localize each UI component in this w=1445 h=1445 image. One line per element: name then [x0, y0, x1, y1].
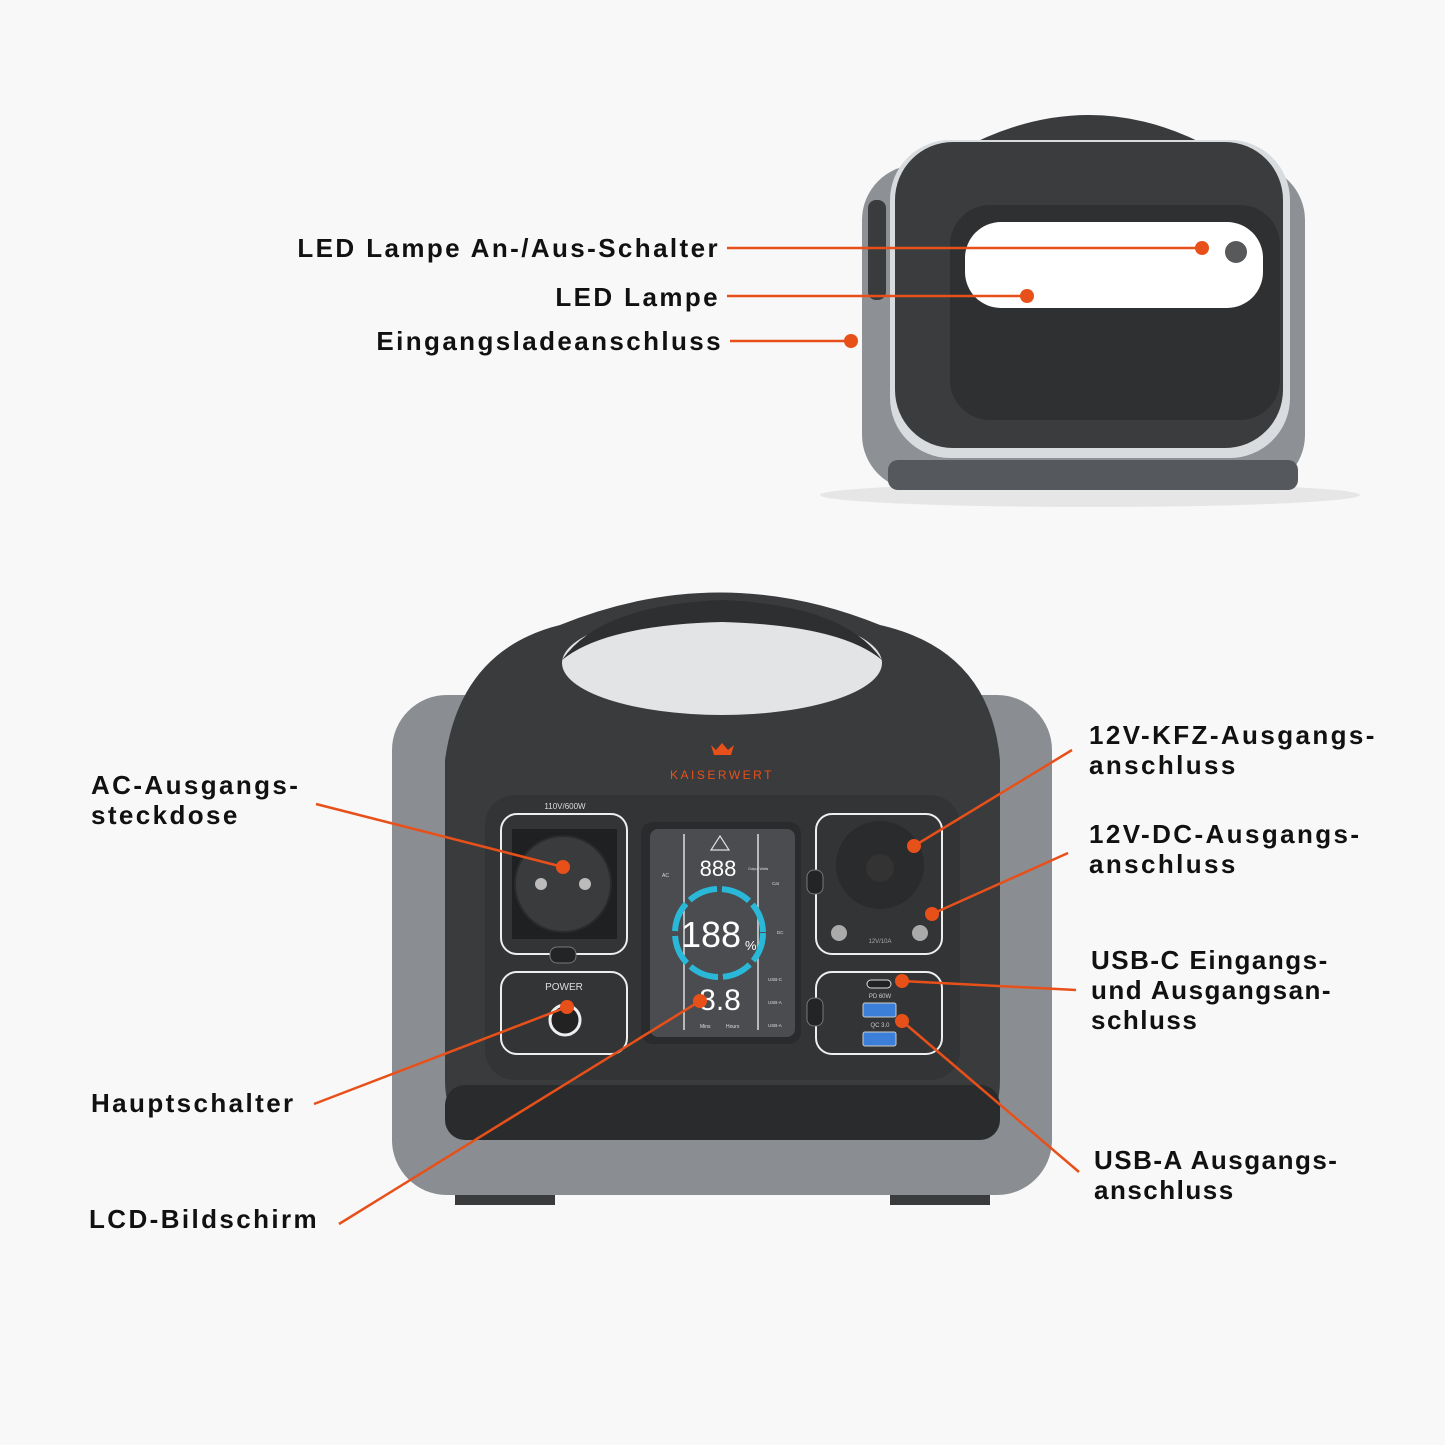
lcd-usb-c: USB-C — [768, 977, 783, 982]
power-station-side-view — [820, 115, 1360, 507]
lcd-dc: DC — [777, 930, 784, 935]
label-line: anschluss — [1089, 849, 1238, 879]
brand-logo: KAISERWERT — [670, 768, 774, 782]
power-station-front-view: KAISERWERT 110V/600W POWER 888 Output Wa… — [392, 592, 1052, 1205]
lcd-percent: % — [745, 938, 757, 953]
label-led-lamp: LED Lampe — [555, 282, 720, 312]
label-usb-c: USB-C Eingangs- und Ausgangsan- schluss — [1091, 945, 1332, 1035]
crown-logo-icon — [711, 743, 734, 755]
led-switch-button — [1225, 241, 1247, 263]
label-line: USB-A Ausgangs- — [1094, 1145, 1339, 1175]
callout-dots — [556, 241, 1209, 1028]
label-line: schluss — [1091, 1005, 1199, 1035]
lcd-output-watts: 888 — [700, 856, 737, 881]
label-line: 12V-DC-Ausgangs- — [1089, 819, 1362, 849]
usb-c-port — [866, 979, 892, 989]
lcd-mins: Mins — [700, 1024, 711, 1030]
label-line: AC-Ausgangs- — [91, 770, 301, 800]
label-lcd: LCD-Bildschirm — [89, 1204, 320, 1234]
pd-label: PD 60W — [869, 994, 892, 1000]
label-input-port: Eingangsladeanschluss — [376, 326, 723, 356]
label-main-switch: Hauptschalter — [91, 1088, 296, 1118]
dc-port — [831, 925, 847, 941]
warning-icon — [709, 834, 731, 851]
label-line: USB-C Eingangs- — [1091, 945, 1329, 975]
label-car-port: 12V-KFZ-Ausgangs- anschluss — [1089, 720, 1377, 780]
side-vents — [868, 200, 886, 300]
label-dc-port: 12V-DC-Ausgangs- anschluss — [1089, 819, 1361, 879]
lcd-battery: 188 — [681, 914, 741, 955]
usb-a-port — [862, 1031, 897, 1047]
lcd-output-unit: Output Watts — [748, 867, 769, 871]
dc-rating: 12V/10A — [868, 939, 891, 945]
label-line: anschluss — [1094, 1175, 1235, 1205]
label-line: steckdose — [91, 800, 240, 830]
lcd-ac: AC — [662, 873, 669, 879]
callout-lines — [313, 246, 1202, 1226]
qc-label: QC 3.0 — [870, 1023, 890, 1029]
label-ac-outlet: AC-Ausgangs- steckdose — [91, 770, 300, 830]
lcd-usb-a: USB-A — [768, 1023, 782, 1028]
led-lamp-panel — [965, 222, 1263, 308]
label-usb-a: USB-A Ausgangs- anschluss — [1094, 1145, 1338, 1205]
lcd-car: Car — [772, 881, 780, 886]
label-line: und Ausgangsan- — [1091, 975, 1333, 1005]
power-label: POWER — [545, 982, 583, 993]
lcd-usb-a: USB-A — [768, 1000, 782, 1005]
dc-port — [912, 925, 928, 941]
label-line: 12V-KFZ-Ausgangs- — [1089, 720, 1377, 750]
battery-ring — [672, 886, 766, 980]
label-led-switch: LED Lampe An-/Aus-Schalter — [297, 233, 720, 263]
usb-a-port — [862, 1002, 897, 1018]
label-line: anschluss — [1089, 750, 1238, 780]
ac-rating: 110V/600W — [544, 802, 586, 811]
lcd-hours: Hours — [726, 1024, 740, 1030]
